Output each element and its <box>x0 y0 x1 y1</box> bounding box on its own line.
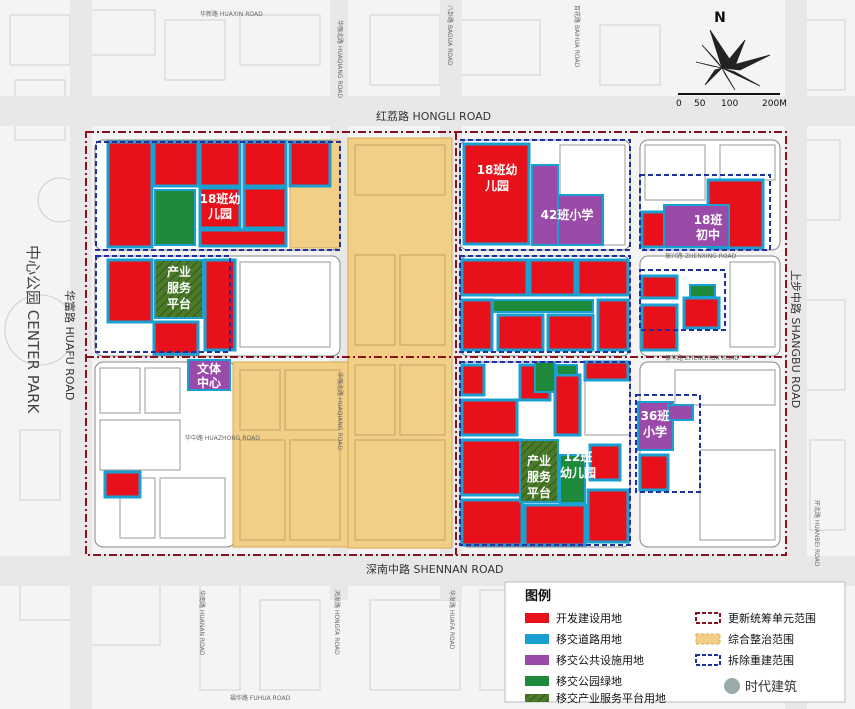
road-label-huaqiang: 华强北路 HUAQIANG ROAD <box>336 372 344 450</box>
public-facility-land <box>187 164 730 451</box>
legend-swatch-renov <box>695 633 721 645</box>
middle18-label-line2: 初中 <box>696 227 720 242</box>
legend-label-unit: 更新统筹单元范围 <box>728 611 816 625</box>
road-label-baihua: 百花路 BAIHUA ROAD <box>573 5 581 68</box>
platform-b-label-line2: 服务 <box>527 469 552 484</box>
legend-swatch-public <box>525 655 549 665</box>
renovation-area <box>232 137 453 549</box>
kindergarten12-label-line2: 幼儿园 <box>560 465 596 480</box>
culture-label-line2: 中心 <box>197 375 221 390</box>
legend-label-road: 移交道路用地 <box>556 632 622 646</box>
scale-0: 0 <box>676 99 682 109</box>
road-label-zhenxing: 振兴路 ZHENXING ROAD <box>665 252 737 260</box>
renovation-grid <box>239 144 446 541</box>
platform-a-label-line1: 产业 <box>167 264 191 279</box>
industry-platform-land <box>154 259 559 503</box>
road-label-huaxin: 华新路 HUAXIN ROAD <box>200 10 263 18</box>
kindergarten18-a-label-line1: 18班幼 <box>200 191 241 206</box>
legend: 图例 开发建设用地 移交道路用地 移交公共设施用地 移交公园绿地 移交产业服务平… <box>504 581 846 705</box>
north-label: N <box>714 10 726 26</box>
road-label-huazhong: 华中路 HUAZHONG ROAD <box>185 434 260 442</box>
road-label-fuhua: 福华路 FUHUA ROAD <box>230 694 291 702</box>
legend-box <box>504 581 846 703</box>
legend-swatch-industry <box>525 694 549 702</box>
park-green-land <box>154 189 716 504</box>
legend-swatch-unit <box>695 612 721 624</box>
demolition-boundary <box>95 139 771 546</box>
road-label-huafa: 华发路 HUAFA ROAD <box>448 590 456 650</box>
legend-label-dev: 开发建设用地 <box>556 611 622 625</box>
platform-a-label-line3: 平台 <box>167 296 191 311</box>
legend-swatch-green <box>525 676 549 686</box>
legend-label-industry: 移交产业服务平台用地 <box>556 691 666 705</box>
middle18-label-line1: 18班 <box>694 212 723 227</box>
wind-rose-icon <box>695 29 771 91</box>
road-label-bagua: 八卦路 BAGUA ROAD <box>446 5 454 66</box>
culture-label-line1: 文体 <box>197 361 222 376</box>
plot-labels: 18班幼 儿园 18班幼 儿园 42班小学 18班 初中 产业 服务 平台 文体… <box>167 162 722 500</box>
road-labels: 华新路 HUAXIN ROAD 红荔路 HONGLI ROAD 深南中路 SHE… <box>24 5 821 702</box>
watermark: 时代建筑 <box>745 679 797 695</box>
primary36-label-line1: 36班 <box>641 408 670 423</box>
road-label-hongfa: 鸿发路 HONGFA ROAD <box>333 590 341 655</box>
road-label-huanbei: 环北路 HUANBEI ROAD <box>813 500 821 567</box>
road-label-huaqiang-north: 华强北路 HUAQIANG ROAD <box>336 20 344 98</box>
road-label-zhenghua: 振华路 ZHENGHUA ROAD <box>665 354 739 362</box>
road-label-huanan: 华南路 HUANAN ROAD <box>198 590 206 656</box>
wechat-icon <box>724 678 740 694</box>
primary42-label: 42班小学 <box>541 207 594 222</box>
primary36-label-line2: 小学 <box>643 424 667 439</box>
road-label-huafu: 华富路 HUAFU ROAD <box>63 290 77 400</box>
update-unit-boundary <box>85 131 787 556</box>
platform-b-label-line3: 平台 <box>527 485 551 500</box>
legend-label-demolition: 拆除重建范围 <box>728 653 794 667</box>
road-label-shangbu: 上步中路 SHANGBU ROAD <box>789 270 802 408</box>
platform-b-label-line1: 产业 <box>527 453 551 468</box>
legend-label-renov: 综合整治范围 <box>728 632 794 646</box>
scale-50: 50 <box>694 99 706 109</box>
park-label: 中心公园 CENTER PARK <box>24 245 42 415</box>
legend-title: 图例 <box>525 588 551 604</box>
platform-a-label-line2: 服务 <box>167 280 192 295</box>
legend-swatch-road <box>525 634 549 644</box>
compass: N 0 50 100 200M <box>676 10 787 109</box>
kindergarten18-b-label-line1: 18班幼 <box>477 162 518 177</box>
kindergarten18-b-label-line2: 儿园 <box>484 179 509 193</box>
kindergarten12-label-line1: 12班 <box>564 449 593 464</box>
legend-label-green: 移交公园绿地 <box>556 674 622 688</box>
legend-swatch-demolition <box>695 654 721 666</box>
road-label-shennan: 深南中路 SHENNAN ROAD <box>366 563 504 576</box>
development-land <box>103 140 765 547</box>
road-label-hongli: 红荔路 HONGLI ROAD <box>376 110 491 123</box>
scale-100: 100 <box>721 99 738 109</box>
legend-swatch-dev <box>525 613 549 623</box>
legend-label-public: 移交公共设施用地 <box>556 653 644 667</box>
scale-200: 200M <box>762 99 787 109</box>
kindergarten18-a-label-line2: 儿园 <box>207 207 232 221</box>
